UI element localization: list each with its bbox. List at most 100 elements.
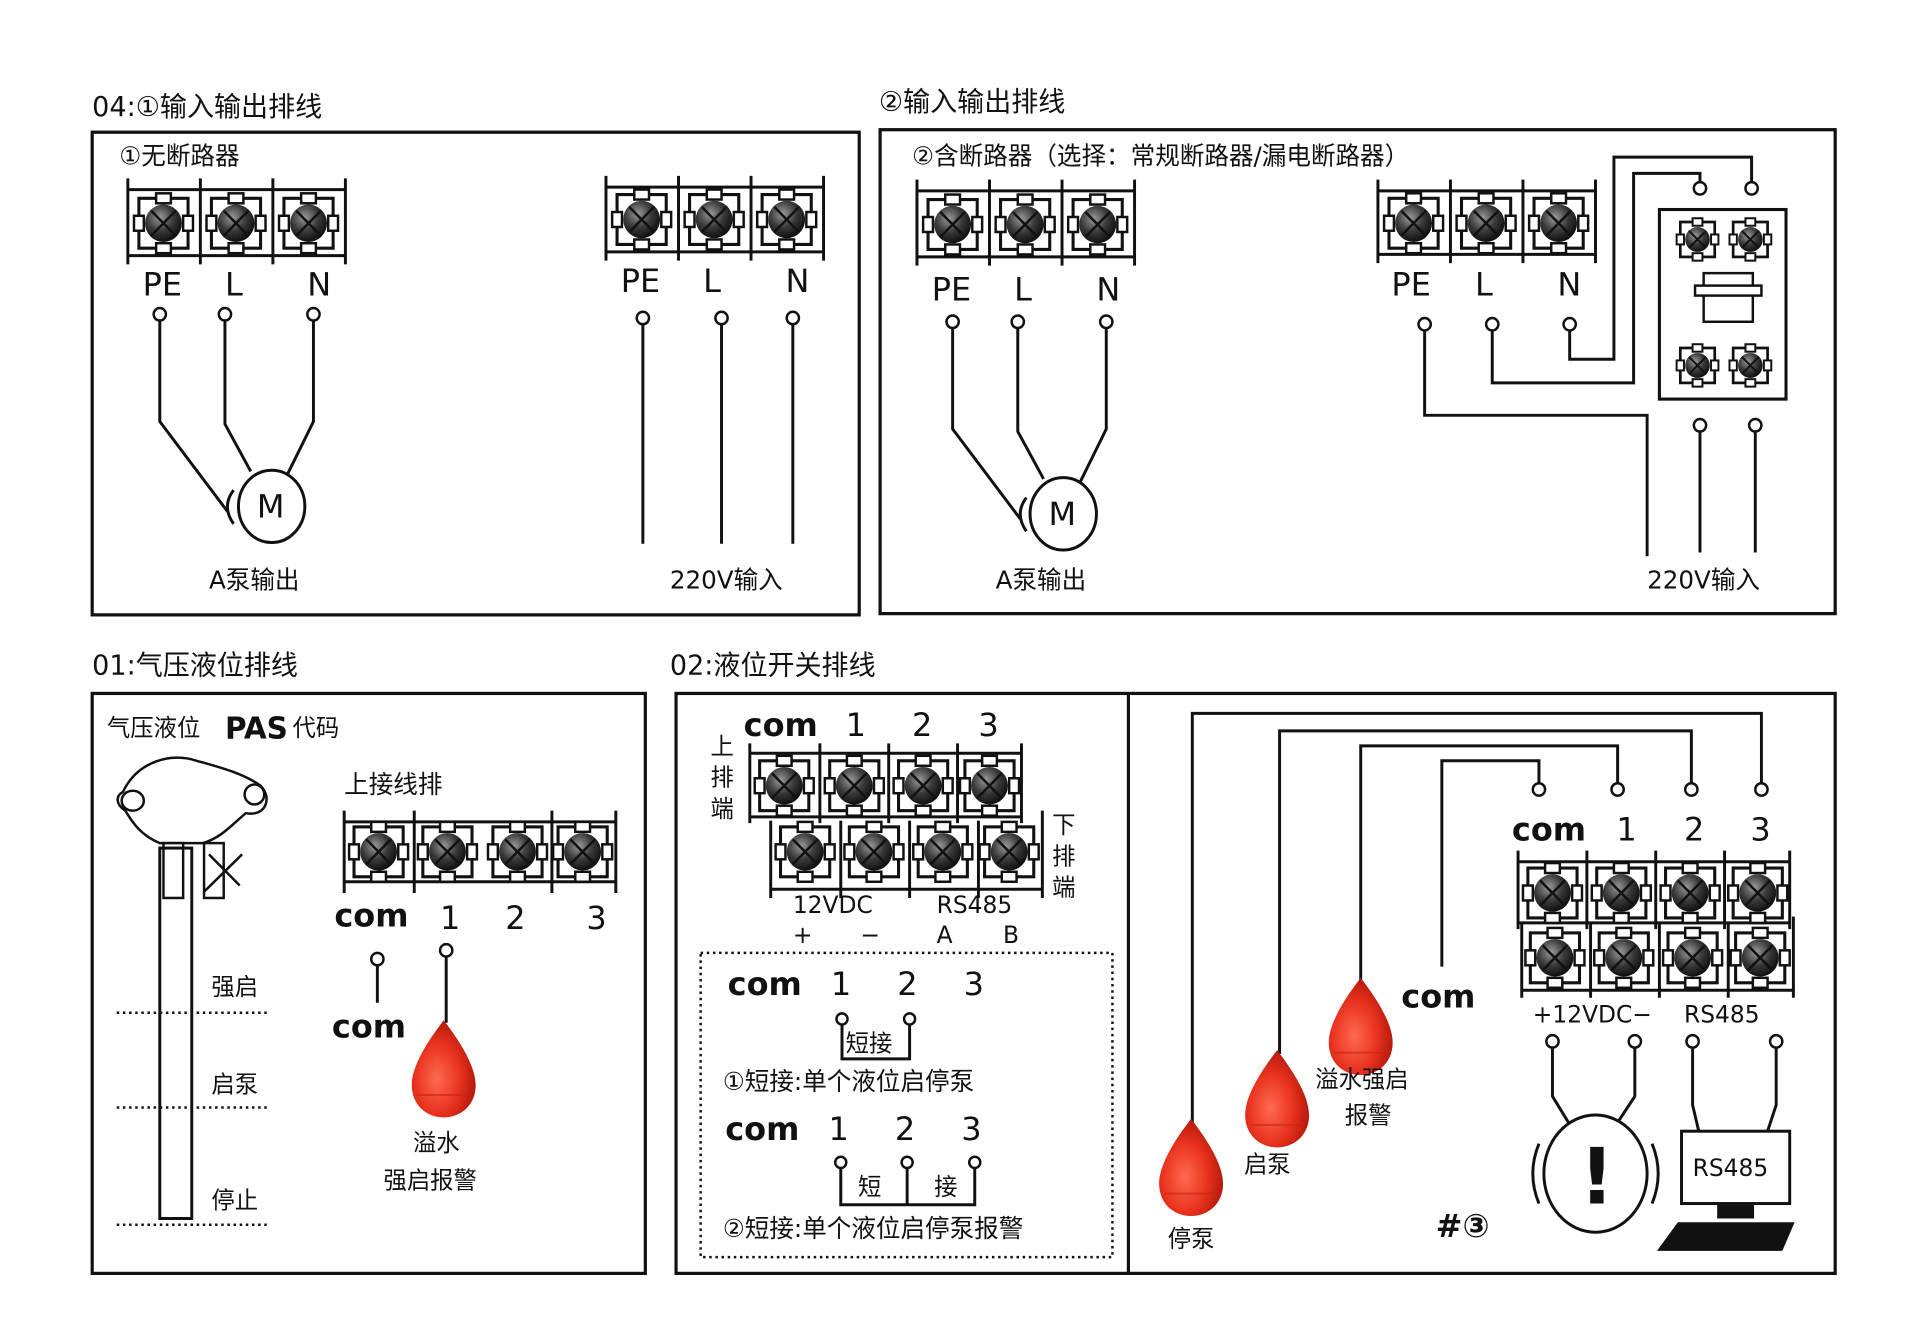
alarm-icon: ! [1531,1113,1660,1234]
terminal-screw-icon [1523,926,1586,990]
bridge-label: 接 [934,1173,957,1201]
terminal-label: PE [1391,265,1430,303]
output-label: A泵输出 [996,566,1087,595]
motor-symbol: M [257,487,285,525]
float-ball-icon [410,1019,477,1119]
motor-icon [1028,476,1098,552]
terminal-label: com [334,896,408,934]
terminal-screw-icon [1521,861,1584,925]
com-label: com [1401,978,1475,1016]
section-title: ②输入输出排线 [879,87,1065,118]
section-title: 04:①输入输出排线 [92,92,322,123]
terminal-label: PE [932,270,971,308]
terminal-screw-icon [921,193,984,256]
terminal-screw-icon [978,820,1041,884]
code-label-prefix: 气压液位 [107,714,200,742]
level-markers: 强启 启泵 停止 [116,973,268,1226]
terminal-screw-icon [1726,861,1789,925]
motor-icon [236,468,307,545]
terminal-label: 2 [505,899,525,937]
terminal-screw-icon [277,191,340,255]
group-label: RS485 [937,891,1013,919]
terminal-label: PE [143,265,182,303]
terminal-screw-icon [683,188,746,251]
section-frame [878,128,1837,616]
side-label: 端 [710,795,733,823]
terminal-label: 1 [828,1110,848,1148]
rs485-device-icon: RS485 [1656,1129,1795,1251]
terminal-label: 1 [846,706,866,744]
terminal-screw-icon [753,754,816,818]
group-label: 12VDC [793,891,873,919]
section-float-switch: 02:液位开关排线 com 1 2 3 上 排 端 [670,651,1837,1276]
terminal-label: 1 [440,899,460,937]
com-label: com [332,1007,406,1045]
section-frame [90,130,861,617]
code-label-code: PAS [225,711,288,746]
terminal-screw-icon [958,754,1021,818]
terminal-label: L [225,265,243,303]
float-ball-icon [1158,1117,1224,1217]
motor-wiring: M A泵输出 [152,306,321,595]
terminal-label: 2 [912,706,932,744]
breaker-icon [1657,207,1788,401]
float-label: 报警 [1345,1102,1392,1130]
circuit-breaker: 220V输入 [1647,180,1788,595]
terminal-label: 3 [961,1110,981,1148]
terminal-screw-icon [892,754,955,818]
section-title: 01:气压液位排线 [92,651,298,682]
rs485-device-label: RS485 [1693,1154,1769,1182]
float-ball-icon [1327,976,1394,1077]
terminal-screw-icon [1590,861,1653,925]
terminal-label: 2 [897,965,917,1003]
terminal-label: 3 [1750,810,1770,848]
side-label: 下 [1052,811,1075,839]
section-io-1: 04:①输入输出排线 ①无断路器 PE L N [90,92,861,617]
terminal-screw-icon [1659,861,1722,925]
float-label: 启泵 [1244,1150,1291,1178]
float-wiring-3: com 1 2 3 [1158,711,1795,1253]
terminal-screw-icon [1527,191,1590,255]
terminal-label: L [703,262,721,300]
terminal-label: 1 [1616,810,1636,848]
code-label-suffix: 代码 [293,714,340,742]
pressure-sensor-icon [116,756,268,1221]
float-label: 停泵 [1168,1225,1215,1253]
upper-terminal-block [1516,850,1792,930]
terminal-screw-icon [1729,926,1792,990]
terminal-screw-icon [1066,193,1129,256]
lower-terminal-block [769,810,1044,898]
terminal-screw-icon [551,820,614,884]
section-io-2: ②输入输出排线 ②含断路器（选择：常规断路器/漏电断路器） PE L N [878,87,1837,616]
side-label: 端 [1052,873,1075,901]
terminal-row-label: 上接线排 [344,770,442,799]
terminal-label: 3 [586,899,606,937]
pin-label: B [1003,921,1019,949]
terminal-screw-icon [774,820,837,884]
terminal-screw-icon [1661,926,1724,990]
bridge-label: 短 [858,1173,881,1201]
pin-label: + [793,921,813,949]
section-frame [90,691,647,1276]
terminal-label: 3 [964,965,984,1003]
section-title: 02:液位开关排线 [670,651,876,682]
terminal-screw-icon [755,188,818,251]
terminal-screw-icon [1382,191,1445,255]
motor-wiring: M A泵输出 [945,314,1114,595]
section-frame [674,691,1837,1276]
terminal-block-left: PE L N [915,179,1137,309]
terminal-screw-icon [486,820,549,884]
float-label: 溢水强启 [1315,1065,1408,1093]
terminal-screw-icon [842,820,906,884]
terminal-label: com [744,706,818,744]
side-label: 排 [710,764,733,792]
level-label: 启泵 [211,1070,258,1098]
lower-terminal-block [1520,916,1795,998]
terminal-screw-icon [132,191,195,255]
jumper-caption: ②短接:单个液位启停泵报警 [723,1214,1024,1243]
side-label: 排 [1052,842,1075,870]
jumper-option-1: com 1 2 3 短接 ①短接:单个液位启停泵 [723,965,984,1096]
group-label: RS485 [1684,1001,1760,1029]
